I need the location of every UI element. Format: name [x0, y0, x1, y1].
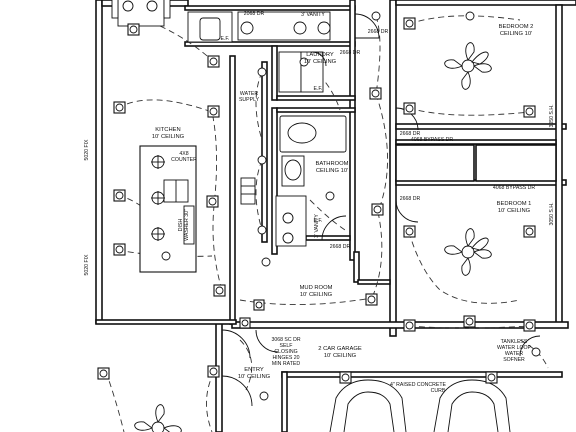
- garage-ceiling: 10' CEILING: [324, 353, 357, 359]
- door-2668-bath: 2668 DR: [330, 244, 351, 250]
- tankless-1: TANKLESS: [501, 339, 528, 345]
- ceiling-fan-icon: [444, 42, 492, 90]
- ceiling-fan-icon: [444, 228, 492, 276]
- kitchen-island: [139, 145, 197, 273]
- sh-3050-top: 3050 S.H.: [549, 104, 555, 127]
- light-fixture-icon: [523, 105, 536, 118]
- exhaust-fan-label-2: E.F.: [314, 86, 323, 92]
- light-fixture-icon: [365, 293, 378, 306]
- bathroom-name: BATHROOM: [315, 161, 348, 167]
- counter-label-2: COUNTER: [171, 157, 197, 163]
- room-labels: KITCHEN 10' CEILING BEDROOM 2 CEILING 10…: [152, 24, 534, 380]
- light-fixture-icon: [403, 17, 416, 30]
- dining-table: [111, 0, 171, 27]
- light-fixture-icon: [113, 101, 126, 114]
- entry-name: ENTRY: [244, 367, 264, 373]
- bedroom1-ceiling: 10' CEILING: [498, 208, 531, 214]
- kitchen-name: KITCHEN: [155, 127, 180, 133]
- door-swings: [221, 13, 541, 407]
- light-fixture-icon: [207, 55, 220, 68]
- light-fixture-icon: [523, 319, 536, 332]
- tankless-3: WATER: [505, 351, 523, 357]
- self-closing-1: 3068 SC DR: [271, 337, 300, 343]
- light-fixtures: [97, 17, 536, 384]
- dishwasher-label-1: DISH: [178, 219, 184, 232]
- water-supply-label: WATER: [240, 91, 258, 97]
- light-fixture-icon: [403, 319, 416, 332]
- light-fixture-icon: [113, 243, 126, 256]
- light-fixture-icon: [485, 371, 498, 384]
- recessed-lights: [151, 11, 541, 401]
- light-fixture-icon: [339, 371, 352, 384]
- tankless-2: WATER LOOP: [497, 345, 532, 351]
- self-closing-5: MIN RATED: [272, 361, 300, 367]
- door-2668-bedroom1: 2668 DR: [400, 196, 421, 202]
- tankless-4: SOFNER: [503, 357, 525, 363]
- curb-label-2: CURB: [431, 388, 446, 394]
- door-2668-laundry: 2668 DR: [340, 50, 361, 56]
- garage-car: [329, 379, 511, 432]
- bathroom-fixtures: [275, 115, 347, 247]
- self-closing-3: CLOSING: [274, 349, 297, 355]
- light-fixture-icon: [523, 225, 536, 238]
- self-closing-4: HINGES 20: [272, 355, 299, 361]
- ceiling-fan-icon: [134, 404, 182, 432]
- curb-label-1: 4" RAISED CONCRETE: [390, 382, 447, 388]
- walls: [95, 0, 576, 432]
- light-fixture-icon: [213, 284, 226, 297]
- light-fixture-icon: [403, 102, 416, 115]
- dishwasher-label-2: WASHER 30": [184, 209, 190, 241]
- light-fixture-icon: [371, 203, 384, 216]
- laundry-name: LAUNDRY: [306, 52, 334, 58]
- exhaust-fan-label-1: E.F.: [221, 36, 230, 42]
- bedroom1-name: BEDROOM 1: [497, 201, 532, 207]
- light-fixture-icon: [206, 195, 219, 208]
- bedroom2-name: BEDROOM 2: [499, 24, 534, 30]
- light-fixture-icon: [207, 105, 220, 118]
- vanity-side-label: 3' VANITY: [314, 214, 320, 238]
- mudroom-ceiling: 10' CEILING: [300, 292, 333, 298]
- garage-name: 2 CAR GARAGE: [318, 346, 362, 352]
- light-fixture-icon: [239, 317, 251, 329]
- bypass-door-bottom: 4068 BYPASS DR: [493, 185, 536, 191]
- fix-5020-top: 5020 FIX: [84, 139, 90, 161]
- door-2068-label: 2068 DR: [244, 11, 265, 17]
- door-2668-hall: 2668 DR: [368, 29, 389, 35]
- light-fixture-icon: [403, 225, 416, 238]
- door-2668-lower: 2668 DR: [400, 131, 421, 137]
- light-fixture-icon: [207, 365, 220, 378]
- mudroom-name: MUD ROOM: [300, 285, 333, 291]
- light-fixture-icon: [113, 189, 126, 202]
- counter-label-1: 4X8: [179, 151, 188, 157]
- light-fixture-icon: [127, 23, 140, 36]
- bedroom2-ceiling: CEILING 10': [500, 31, 532, 37]
- light-fixture-icon: [253, 299, 265, 311]
- light-fixture-icon: [97, 367, 110, 380]
- bypass-door-top: 4068 BYPASS DR: [411, 137, 454, 143]
- range-vent: [240, 177, 256, 205]
- exhaust-fan-label-3: E.F.: [314, 218, 323, 224]
- kitchen-ceiling: 10' CEILING: [152, 134, 185, 140]
- light-fixture-icon: [463, 315, 476, 328]
- fix-5020-bottom: 5020 FIX: [84, 254, 90, 276]
- laundry-ceiling: 10' CEILING: [304, 59, 337, 65]
- entry-ceiling: 10' CEILING: [238, 374, 271, 380]
- bathroom-ceiling: CEILING 10': [316, 168, 348, 174]
- light-fixture-icon: [369, 87, 382, 100]
- water-supply-label-2: SUPPLY: [239, 97, 260, 103]
- sh-3050-bottom: 3050 S.H.: [549, 202, 555, 225]
- self-closing-2: SELF: [280, 343, 293, 349]
- annotation-labels: WATER SUPPLY 3' VANITY 2068 DR 2668 DR 2…: [84, 11, 555, 394]
- vanity-top-label: 3' VANITY: [301, 12, 325, 18]
